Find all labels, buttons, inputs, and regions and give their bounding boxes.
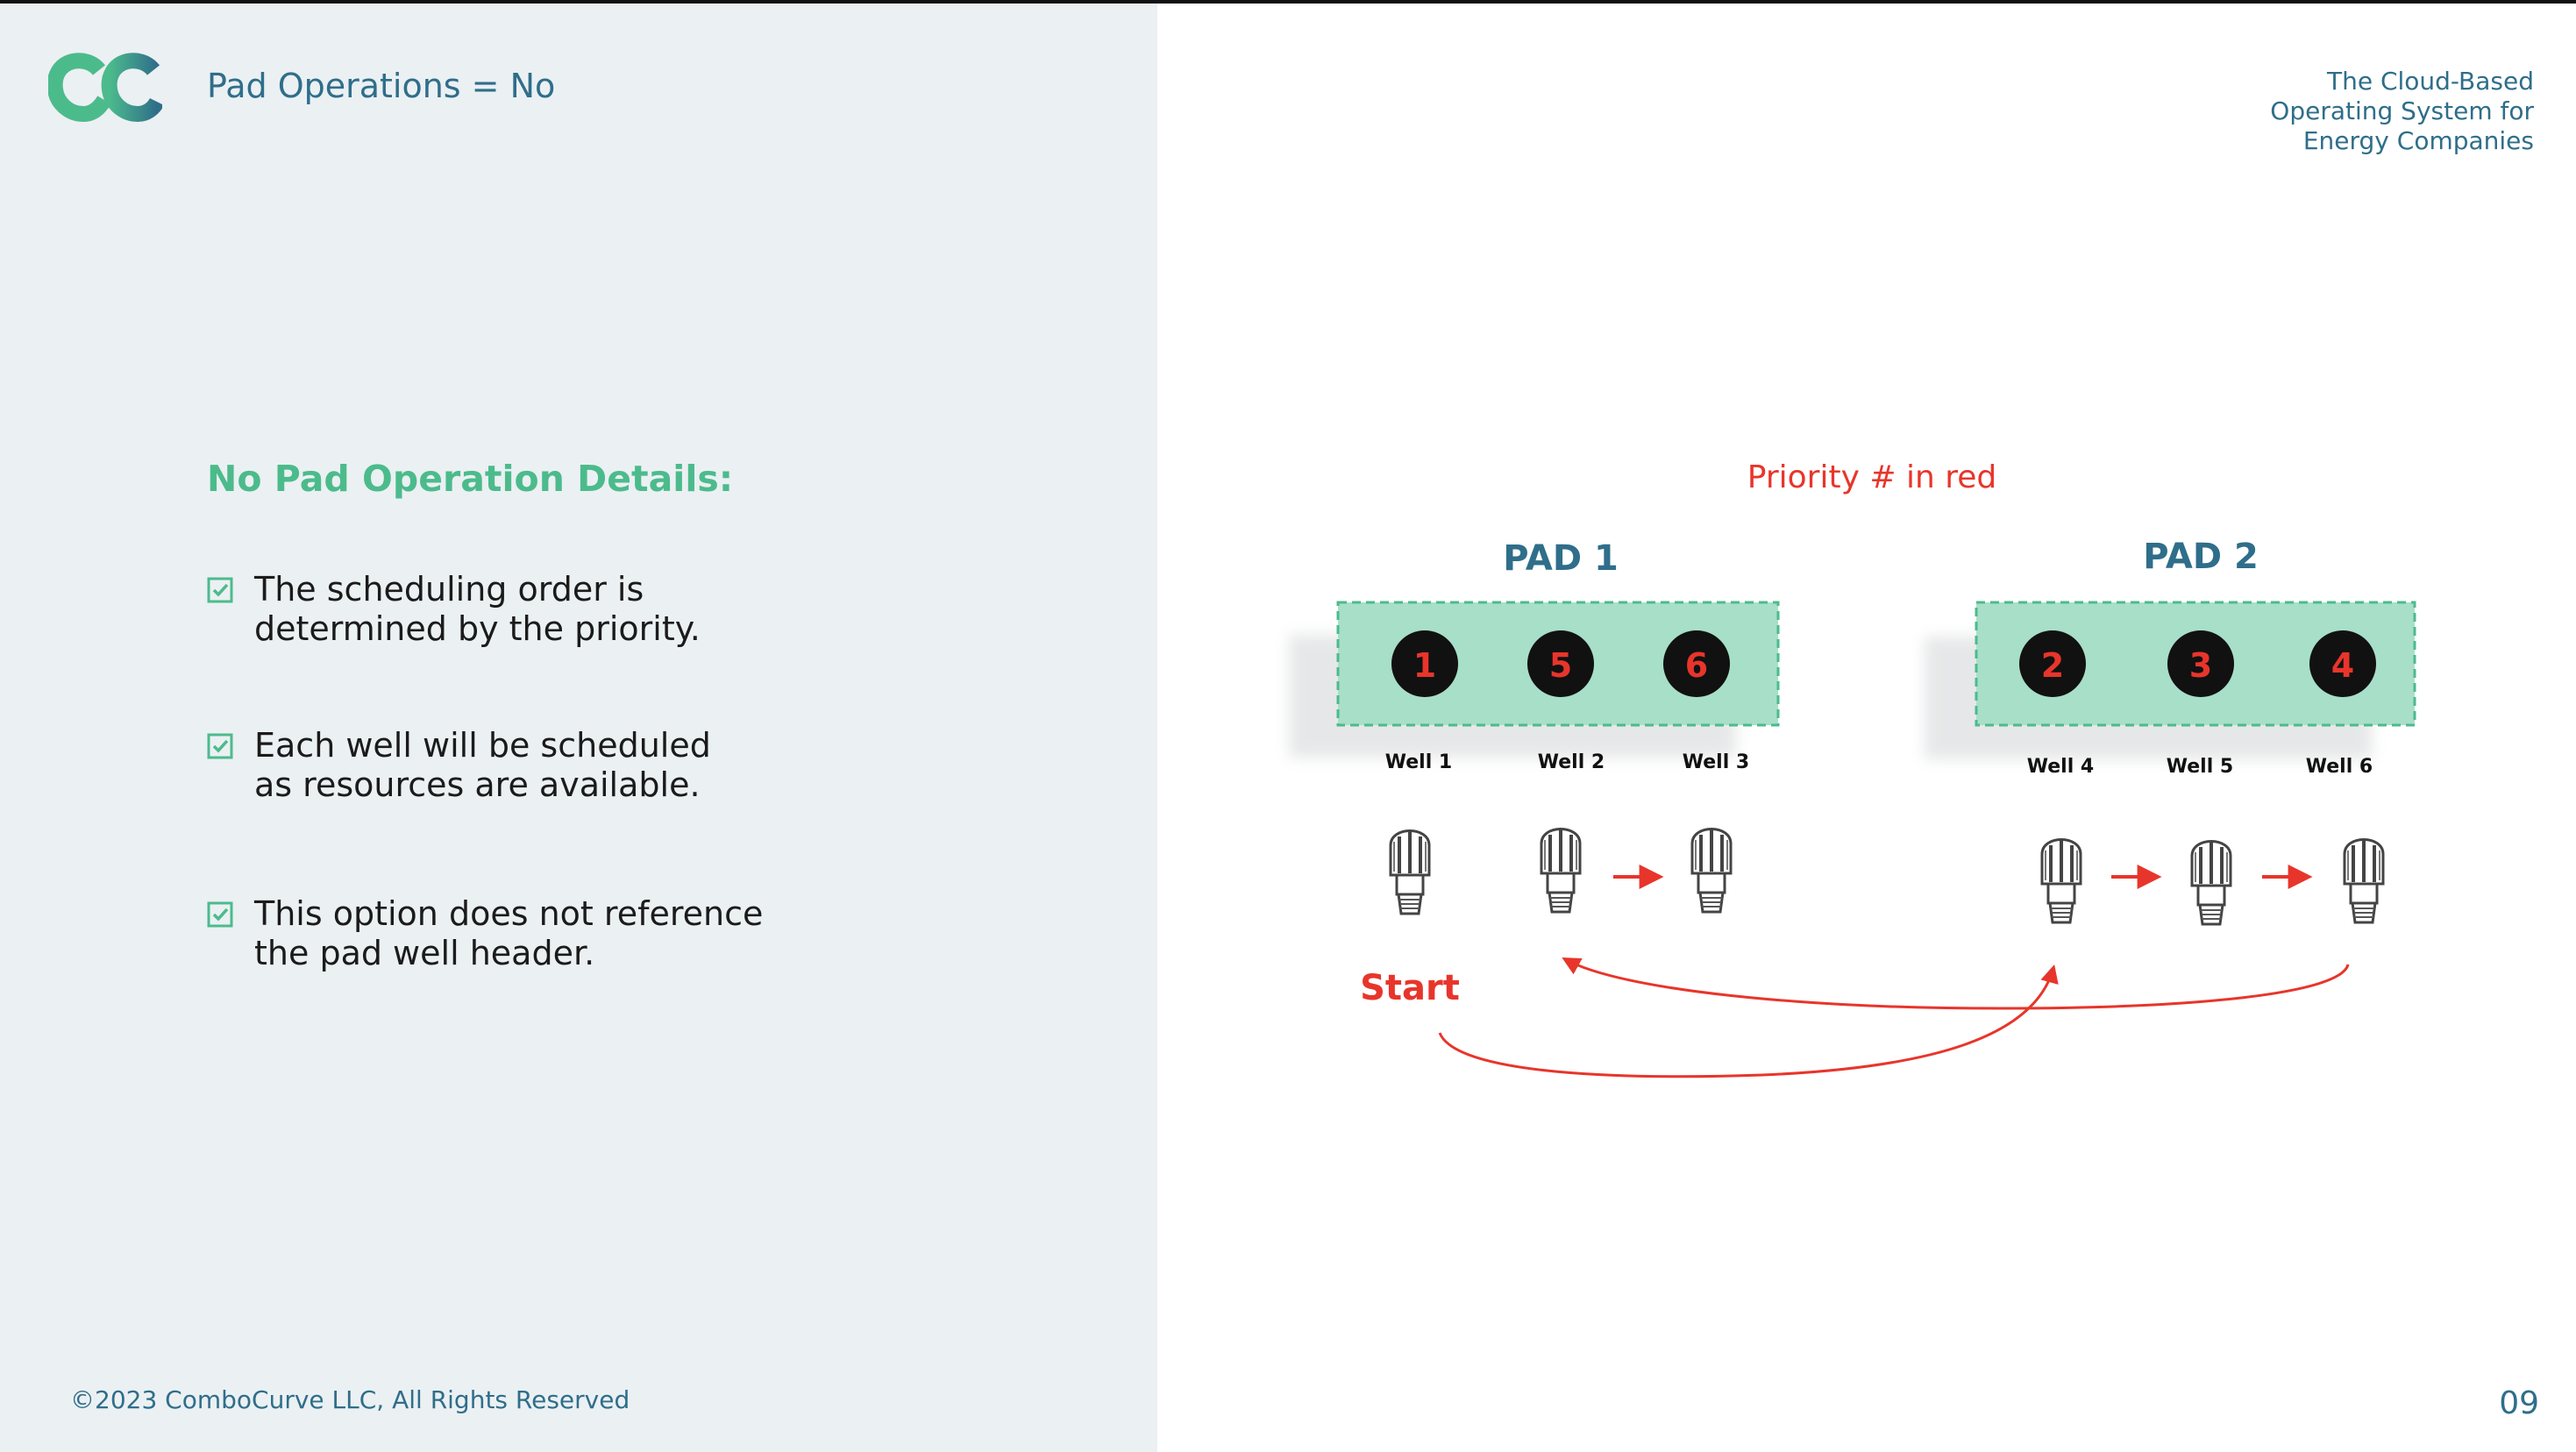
copyright-footer: ©2023 ComboCurve LLC, All Rights Reserve…	[70, 1385, 630, 1414]
curved-arrow	[1562, 957, 2350, 1010]
well-label: Well 3	[1683, 751, 1749, 773]
drill-bit-icon	[2190, 839, 2232, 926]
priority-marker: 6	[1663, 630, 1730, 697]
combocurve-logo	[48, 53, 162, 123]
drill-bit-icon	[1389, 829, 1431, 915]
bullet-text: This option does not reference the pad w…	[254, 894, 763, 973]
curved-arrow	[1438, 964, 2059, 1078]
bullet-item: Each well will be scheduled as resources…	[207, 726, 711, 805]
pad-label: PAD 1	[1503, 538, 1619, 579]
checkbox-icon	[207, 901, 233, 928]
bullet-item: This option does not reference the pad w…	[207, 894, 763, 973]
bullet-line: the pad well header.	[254, 934, 595, 972]
bullet-line: This option does not reference	[254, 894, 764, 933]
checkbox-icon	[207, 577, 233, 603]
tagline-line: Energy Companies	[2302, 126, 2534, 155]
well-label: Well 2	[1538, 751, 1605, 773]
bullet-text: Each well will be scheduled as resources…	[254, 726, 711, 805]
priority-number: 1	[1413, 646, 1436, 685]
drill-bit-icon	[2040, 837, 2082, 924]
priority-number: 3	[2189, 646, 2212, 685]
well-label: Well 4	[2027, 756, 2094, 778]
checkbox-icon	[207, 733, 233, 759]
priority-number: 4	[2331, 646, 2354, 685]
bullet-line: determined by the priority.	[254, 609, 701, 648]
tagline-line: Operating System for	[2270, 96, 2534, 125]
priority-marker: 4	[2309, 630, 2376, 697]
drill-bit-icon	[1690, 827, 1733, 914]
bullet-text: The scheduling order is determined by th…	[254, 570, 701, 649]
bullet-item: The scheduling order is determined by th…	[207, 570, 701, 649]
bullet-line: The scheduling order is	[254, 570, 644, 609]
tagline-line: The Cloud-Based	[2326, 67, 2534, 96]
priority-number: 5	[1549, 646, 1572, 685]
priority-marker: 3	[2167, 630, 2234, 697]
tagline: The Cloud-Based Operating System for Ene…	[2270, 67, 2534, 156]
page-number: 09	[2499, 1385, 2539, 1421]
drill-bit-icon	[1540, 827, 1582, 914]
priority-note: Priority # in red	[1747, 459, 1996, 495]
pad-schedule-diagram: Priority # in red PAD 1 1 5 6 Well 1 Wel…	[1289, 459, 2416, 1078]
drill-bit-icon	[2343, 837, 2385, 924]
page-title: Pad Operations = No	[207, 67, 556, 105]
priority-marker: 1	[1391, 630, 1458, 697]
priority-number: 6	[1685, 646, 1708, 685]
priority-number: 2	[2041, 646, 2064, 685]
bullet-line: Each well will be scheduled	[254, 726, 711, 765]
details-heading: No Pad Operation Details:	[207, 458, 734, 500]
well-label: Well 1	[1385, 751, 1452, 773]
bullet-line: as resources are available.	[254, 765, 701, 804]
left-panel	[0, 4, 1157, 1452]
well-label: Well 5	[2167, 756, 2233, 778]
top-border-line	[0, 0, 2576, 4]
well-label: Well 6	[2306, 756, 2373, 778]
pad-label: PAD 2	[2143, 537, 2259, 577]
priority-marker: 5	[1527, 630, 1594, 697]
start-label: Start	[1360, 968, 1460, 1008]
priority-marker: 2	[2019, 630, 2086, 697]
